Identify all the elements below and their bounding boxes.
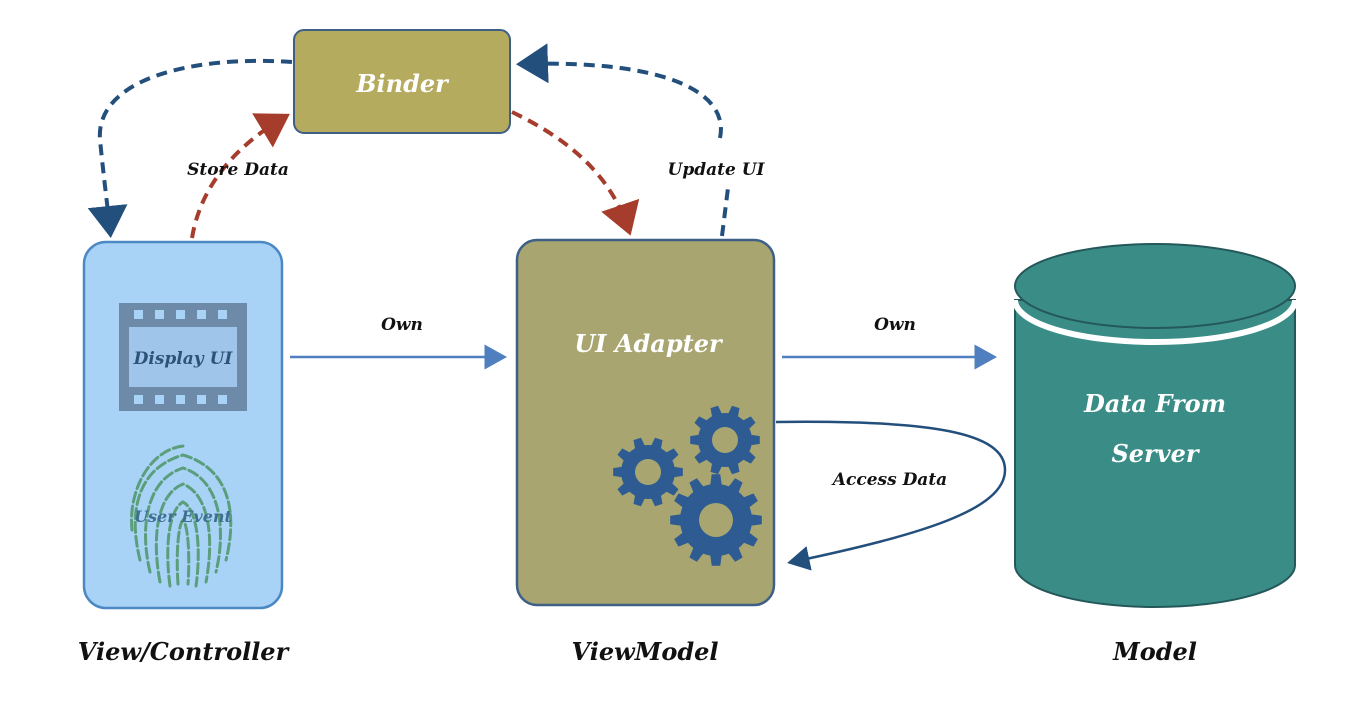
- binder-to-viewmodel-arrow: [511, 110, 640, 236]
- film-strip-icon: [119, 303, 247, 411]
- display-ui-label: Display UI: [133, 349, 234, 369]
- binder-label: Binder: [355, 69, 450, 98]
- binder-to-view-arrow: [87, 58, 293, 238]
- own-label-left: Own: [381, 315, 423, 335]
- model-caption: Model: [1112, 637, 1197, 666]
- update-ui-label: Update UI: [668, 160, 766, 180]
- binder-node: Binder: [293, 29, 511, 134]
- user-event-label: User Event: [134, 507, 232, 526]
- update-ui-arrow: [516, 43, 723, 139]
- view-caption: View/Controller: [78, 637, 291, 666]
- viewmodel-node: UI Adapter: [515, 238, 776, 607]
- model-label-line2: Server: [1111, 439, 1200, 468]
- model-node: Data From Server: [1012, 243, 1298, 608]
- own-label-right: Own: [874, 315, 916, 335]
- ui-adapter-label: UI Adapter: [574, 329, 724, 358]
- store-data-label: Store Data: [187, 160, 289, 180]
- viewmodel-caption: ViewModel: [572, 637, 719, 666]
- store-data-arrow: [190, 113, 290, 239]
- gears-icon: [613, 405, 762, 566]
- access-data-label: Access Data: [831, 470, 947, 490]
- access-data-arrow: [775, 420, 1007, 571]
- update-ui-arrow-lower: [720, 187, 730, 237]
- fingerprint-icon: [130, 444, 233, 588]
- model-label-line1: Data From: [1083, 389, 1226, 418]
- view-node: Display UI User Event: [82, 240, 284, 610]
